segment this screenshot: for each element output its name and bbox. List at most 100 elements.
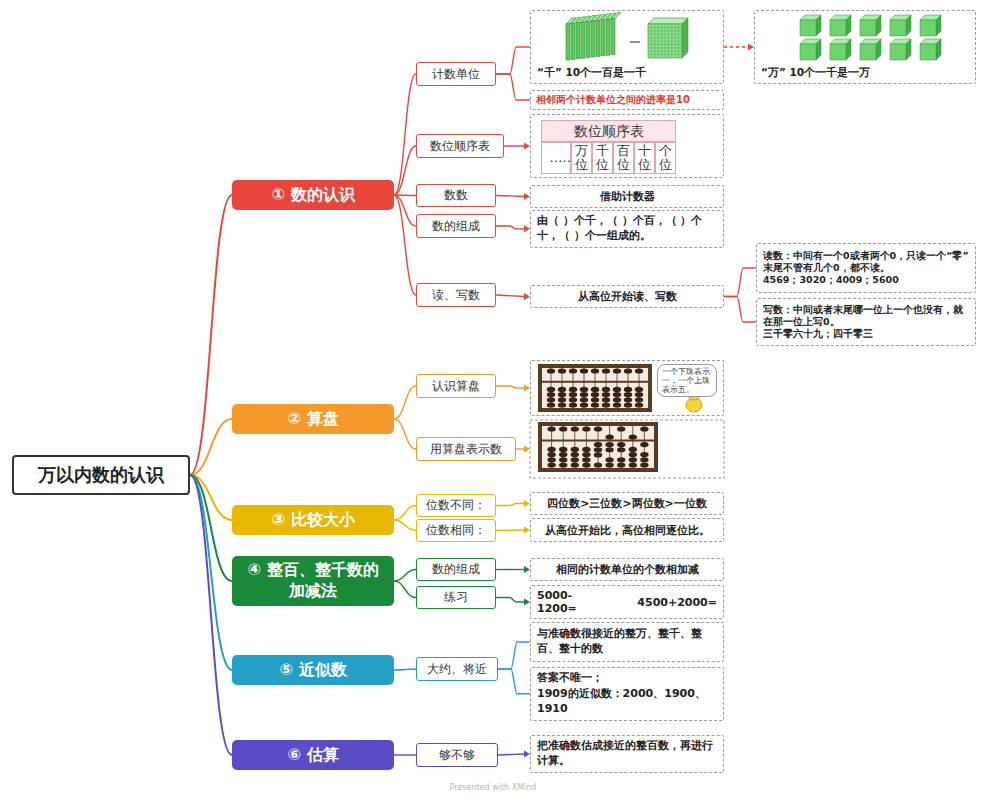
node-text: 位数相同： — [426, 522, 486, 539]
node-text: 三千零六十九；四千零三 — [763, 328, 969, 339]
node-text: 写数：中间或者末尾哪一位上一个也没有，就在那一位上写0。 — [763, 304, 969, 327]
detail-box: 四位数>三位数>两位数>一位数 — [530, 492, 724, 515]
picture-box: 一个下珠表示一，一个上珠表示五。 — [530, 360, 724, 416]
main-topic: ① 数的认识 — [232, 180, 394, 210]
node-text: ② 算盘 — [287, 409, 338, 430]
arrowhead — [524, 446, 530, 453]
connector — [394, 520, 416, 531]
connector — [394, 669, 416, 670]
detail-box: 与准确数很接近的整万、整千、整百、整十的数 — [530, 622, 724, 662]
connector — [394, 581, 416, 598]
picture-box: “千” 10个一百是一千 — [530, 10, 724, 84]
connector — [394, 754, 416, 755]
connector — [496, 569, 525, 570]
detail-box: 从高位开始读、写数 — [530, 285, 724, 308]
sub-topic: 数的组成 — [416, 558, 496, 581]
place-value-table: 数位顺序表……万位千位百位十位个位 — [530, 114, 724, 178]
node-text: 读数：中间有一个0或者两个0，只读一个“零” 末尾不管有几个0，都不读。 — [763, 250, 969, 273]
table-cell: …… — [541, 142, 571, 174]
abacus — [540, 424, 656, 470]
connector — [498, 754, 525, 755]
connector — [498, 642, 530, 669]
node-text: 用算盘表示数 — [430, 441, 502, 458]
detail-box: 答案不唯一；1909的近似数：2000、1900、1910 — [530, 667, 724, 721]
connector — [724, 297, 756, 323]
sub-topic: 位数不同： — [416, 494, 496, 517]
node-text: “千” 10个一百是一千 — [537, 66, 646, 80]
node-text: ① 数的认识 — [271, 185, 354, 206]
node-text: 数数 — [444, 187, 468, 204]
node-text: 由（ ）个千，（ ）个百，（ ）个十，（ ）个一组成的。 — [537, 214, 717, 244]
connector — [724, 46, 749, 47]
node-text: 个位 — [659, 144, 672, 173]
connector — [394, 74, 416, 195]
sub-topic: 数位顺序表 — [416, 134, 504, 158]
node-text: 一个下珠表示一，一个上珠表示五。 — [657, 364, 717, 397]
sub-topic: 位数相同： — [416, 519, 496, 542]
node-text: 读、写数 — [432, 287, 480, 304]
connector — [496, 529, 525, 531]
node-text: 千位 — [596, 144, 609, 173]
sub-topic: 计数单位 — [416, 62, 496, 86]
root-topic: 万以内数的认识 — [12, 455, 190, 495]
connector — [496, 47, 530, 74]
node-text: 从高位开始读、写数 — [578, 289, 677, 304]
detail-box: 由（ ）个千，（ ）个百，（ ）个十，（ ）个一组成的。 — [530, 210, 724, 248]
main-topic: ④ 整百、整千数的加减法 — [232, 556, 394, 606]
connector — [496, 504, 525, 506]
detail-box: 把准确数估成接近的整百数，再进行计算。 — [530, 735, 724, 773]
connector — [498, 669, 530, 694]
detail-box: 5000-1200=4500+2000= — [530, 585, 724, 619]
node-text: 数位顺序表 — [541, 120, 676, 142]
connector — [394, 195, 416, 295]
main-topic: ⑤ 近似数 — [232, 655, 394, 685]
connector — [724, 268, 756, 297]
node-text: 够不够 — [439, 747, 475, 764]
connector — [394, 386, 416, 419]
node-text: 数的组成 — [432, 218, 480, 235]
connector — [394, 146, 416, 195]
node-text: 1909的近似数：2000、1900、1910 — [537, 687, 717, 717]
sub-topic: 数数 — [416, 184, 496, 207]
connector — [190, 419, 232, 475]
node-text: 位数不同： — [426, 497, 486, 514]
connector — [496, 196, 525, 197]
node-text: “万” 10个一千是一万 — [761, 66, 870, 80]
node-text: 与准确数很接近的整万、整千、整百、整十的数 — [537, 627, 717, 657]
note-box: 相邻两个计数单位之间的进率是10 — [530, 90, 724, 110]
connector — [190, 475, 232, 670]
node-text: 练习 — [444, 589, 468, 606]
table-cell: 百位 — [613, 142, 634, 174]
sub-topic: 大约、将近 — [416, 657, 498, 681]
table-cell: 十位 — [634, 142, 655, 174]
sub-topic: 认识算盘 — [416, 374, 496, 398]
node-text: 数的组成 — [432, 561, 480, 578]
picture-box: “万” 10个一千是一万 — [754, 10, 976, 84]
node-text: 十位 — [638, 144, 651, 173]
node-text: 5000-1200= — [537, 589, 607, 615]
connector — [496, 74, 530, 100]
hundred-flat — [648, 18, 688, 58]
dash-symbol — [630, 41, 640, 42]
picture-frame — [530, 420, 724, 478]
table-cell: 个位 — [655, 142, 676, 174]
node-text: 认识算盘 — [432, 378, 480, 395]
detail-box: 写数：中间或者末尾哪一位上一个也没有，就在那一位上写0。三千零六十九；四千零三 — [756, 298, 976, 346]
sub-topic: 读、写数 — [416, 283, 496, 307]
node-text: ④ 整百、整千数的加减法 — [240, 560, 386, 602]
node-text: 相同的计数单位的个数相加减 — [556, 562, 699, 577]
node-text: ⑥ 估算 — [287, 745, 338, 766]
node-text: ③ 比较大小 — [271, 510, 354, 531]
detail-box: 相同的计数单位的个数相加减 — [530, 558, 724, 581]
connector — [496, 598, 525, 603]
node-text: 从高位开始比，高位相同逐位比。 — [545, 523, 710, 538]
node-text: 万位 — [575, 144, 588, 173]
connector — [496, 386, 525, 388]
sub-topic: 用算盘表示数 — [416, 437, 516, 461]
connector — [394, 506, 416, 521]
abacus — [540, 366, 650, 410]
sub-topic: 数的组成 — [416, 214, 496, 238]
node-text: ⑤ 近似数 — [279, 660, 346, 681]
node-text: 4569；3020；4009；5600 — [763, 274, 969, 285]
